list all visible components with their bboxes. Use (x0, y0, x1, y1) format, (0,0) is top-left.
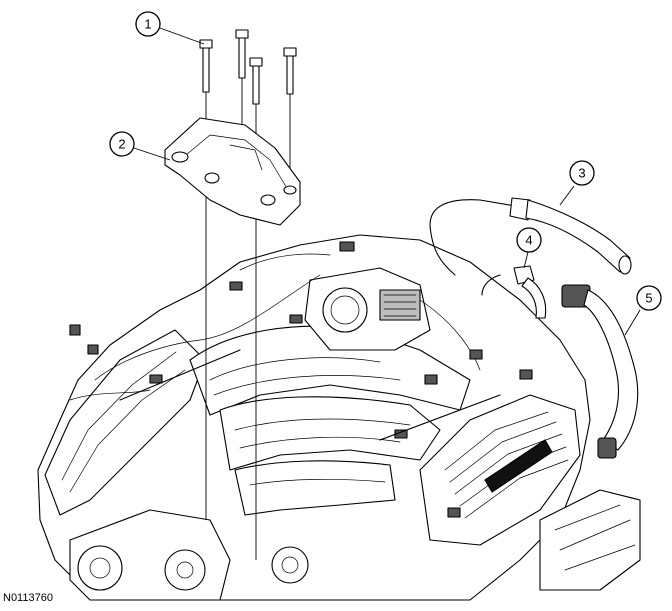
bolt (235, 29, 249, 79)
figure-id-label: N0113760 (3, 592, 53, 604)
throttle-body (304, 267, 431, 351)
callout-5: 5 (624, 285, 662, 336)
callout-1: 1 (135, 11, 205, 45)
engine-assembly (37, 234, 641, 601)
tube (561, 284, 639, 459)
hose (429, 197, 632, 276)
callout-label: 4 (525, 233, 532, 248)
callout-label: 2 (118, 137, 125, 152)
callout-4: 4 (516, 227, 542, 269)
callout-label: 5 (645, 291, 652, 306)
callout-label: 3 (578, 166, 585, 181)
bolt (249, 57, 263, 105)
intake-manifold (189, 325, 471, 516)
bolts (199, 29, 297, 105)
front-cover (69, 509, 309, 601)
callout-3: 3 (559, 160, 595, 206)
bolt (199, 39, 213, 93)
bracket (164, 117, 301, 226)
callout-2: 2 (109, 131, 171, 161)
bolt (283, 47, 297, 95)
callout-label: 1 (144, 17, 151, 32)
